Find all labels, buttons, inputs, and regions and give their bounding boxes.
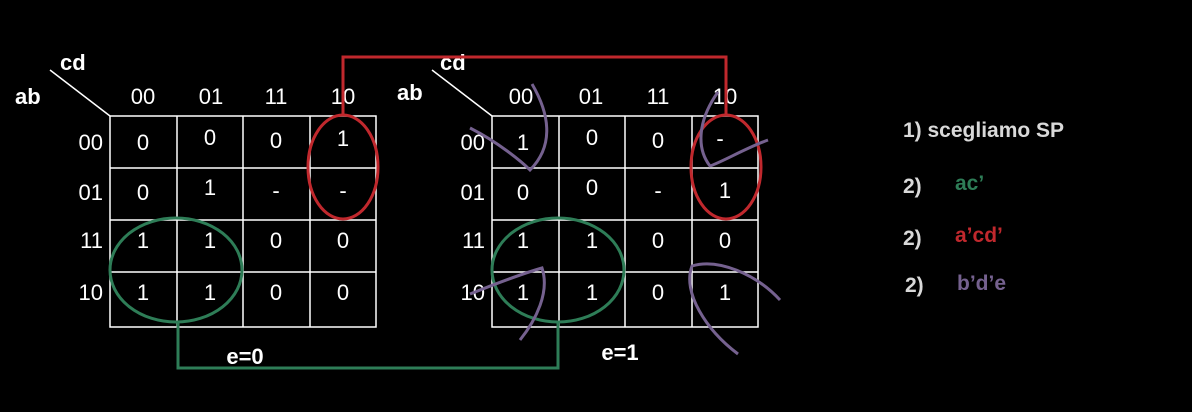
kmap-e0-corner-diagonal	[49, 69, 111, 117]
row-header: 01	[461, 180, 485, 205]
col-header: 00	[509, 84, 533, 109]
sp-title: 1) scegliamo SP	[903, 119, 1064, 142]
kmap-e1-row-var: ab	[397, 80, 423, 105]
map-cell: 1	[137, 228, 149, 253]
row-header: 11	[80, 228, 103, 253]
kmap-e1-corner-diagonal	[431, 69, 493, 117]
kmap-e1-label: e=1	[601, 340, 638, 365]
map-cell: 0	[652, 228, 664, 253]
red-connector	[341, 55, 728, 115]
purple-arc-bottom-right	[688, 262, 782, 356]
kmap-e0-grid	[109, 115, 377, 328]
sp-panel: 1) scegliamo SP 2) ac’ 2) a’cd’ 2) b’d’e	[903, 119, 1064, 297]
map-cell: 1	[337, 126, 349, 151]
map-cell: 0	[137, 130, 149, 155]
sp-term-ac: ac’	[955, 172, 984, 195]
map-cell: 1	[204, 175, 216, 200]
col-header: 00	[131, 84, 155, 109]
map-cell: 1	[517, 280, 529, 305]
map-cell: 1	[204, 280, 216, 305]
col-header: 11	[265, 84, 288, 109]
map-cell: 1	[586, 228, 598, 253]
map-cell: 0	[586, 125, 598, 150]
purple-arc-top-right	[699, 91, 769, 168]
sp-term-bde: b’d’e	[957, 272, 1006, 295]
col-header: 01	[579, 84, 603, 109]
red-group-acd	[306, 55, 763, 221]
map-cell: 0	[337, 228, 349, 253]
map-cell: 0	[270, 228, 282, 253]
map-cell: -	[272, 178, 279, 203]
purple-group-bde	[469, 83, 782, 356]
map-cell: 0	[586, 175, 598, 200]
kmap-e1-col-var: cd	[440, 50, 466, 75]
row-header: 00	[79, 130, 103, 155]
row-header: 10	[79, 280, 103, 305]
kmap-e0-col-headers: 00 01 11 10	[131, 84, 355, 109]
map-cell: 0	[517, 180, 529, 205]
map-cell: 0	[137, 180, 149, 205]
kmap-e1-row-headers: 00 01 11 10	[461, 130, 485, 305]
map-cell: 1	[719, 280, 731, 305]
map-cell: 1	[137, 280, 149, 305]
kmap-e1-cells: 1 0 0 - 0 0 - 1 1 1 0 0 1 1 0 1	[517, 125, 731, 305]
map-cell: 1	[719, 178, 731, 203]
map-cell: 1	[517, 130, 529, 155]
sp-term-acd: a’cd’	[955, 224, 1003, 247]
row-header: 11	[462, 228, 485, 253]
green-circle-e0	[108, 216, 244, 324]
map-cell: 1	[204, 228, 216, 253]
map-cell: -	[716, 126, 723, 151]
map-cell: 1	[517, 228, 529, 253]
purple-arc-top-left	[469, 83, 549, 173]
sp-term-number: 2)	[903, 175, 922, 198]
purple-arc-bottom-left	[469, 266, 546, 341]
row-header: 01	[79, 180, 103, 205]
green-circle-e1	[490, 216, 626, 324]
green-group-ac	[108, 216, 626, 370]
kmap-e0-cells: 0 0 0 1 0 1 - - 1 1 0 0 1 1 0 0	[137, 125, 349, 305]
kmap-e0-row-var: ab	[15, 84, 41, 109]
kmap-e0-label: e=0	[226, 344, 263, 369]
map-cell: -	[339, 178, 346, 203]
kmap-e0: cd ab 00 01 11 10 00 01 11 10 0 0 0 1	[15, 50, 377, 369]
map-cell: 0	[270, 280, 282, 305]
col-header: 11	[647, 84, 670, 109]
map-cell: 0	[270, 128, 282, 153]
green-connector	[176, 322, 560, 370]
col-header: 01	[199, 84, 223, 109]
map-cell: 0	[652, 128, 664, 153]
map-cell: 0	[719, 228, 731, 253]
map-cell: 0	[652, 280, 664, 305]
sp-term-number: 2)	[905, 274, 924, 297]
map-cell: -	[654, 178, 661, 203]
sp-term-number: 2)	[903, 227, 922, 250]
kmap-e0-row-headers: 00 01 11 10	[79, 130, 103, 305]
map-cell: 1	[586, 280, 598, 305]
kmap-e1: cd ab 00 01 11 10 00 01 11 10 1 0 0 -	[397, 50, 759, 365]
map-cell: 0	[337, 280, 349, 305]
kmap-e0-col-var: cd	[60, 50, 86, 75]
map-cell: 0	[204, 125, 216, 150]
